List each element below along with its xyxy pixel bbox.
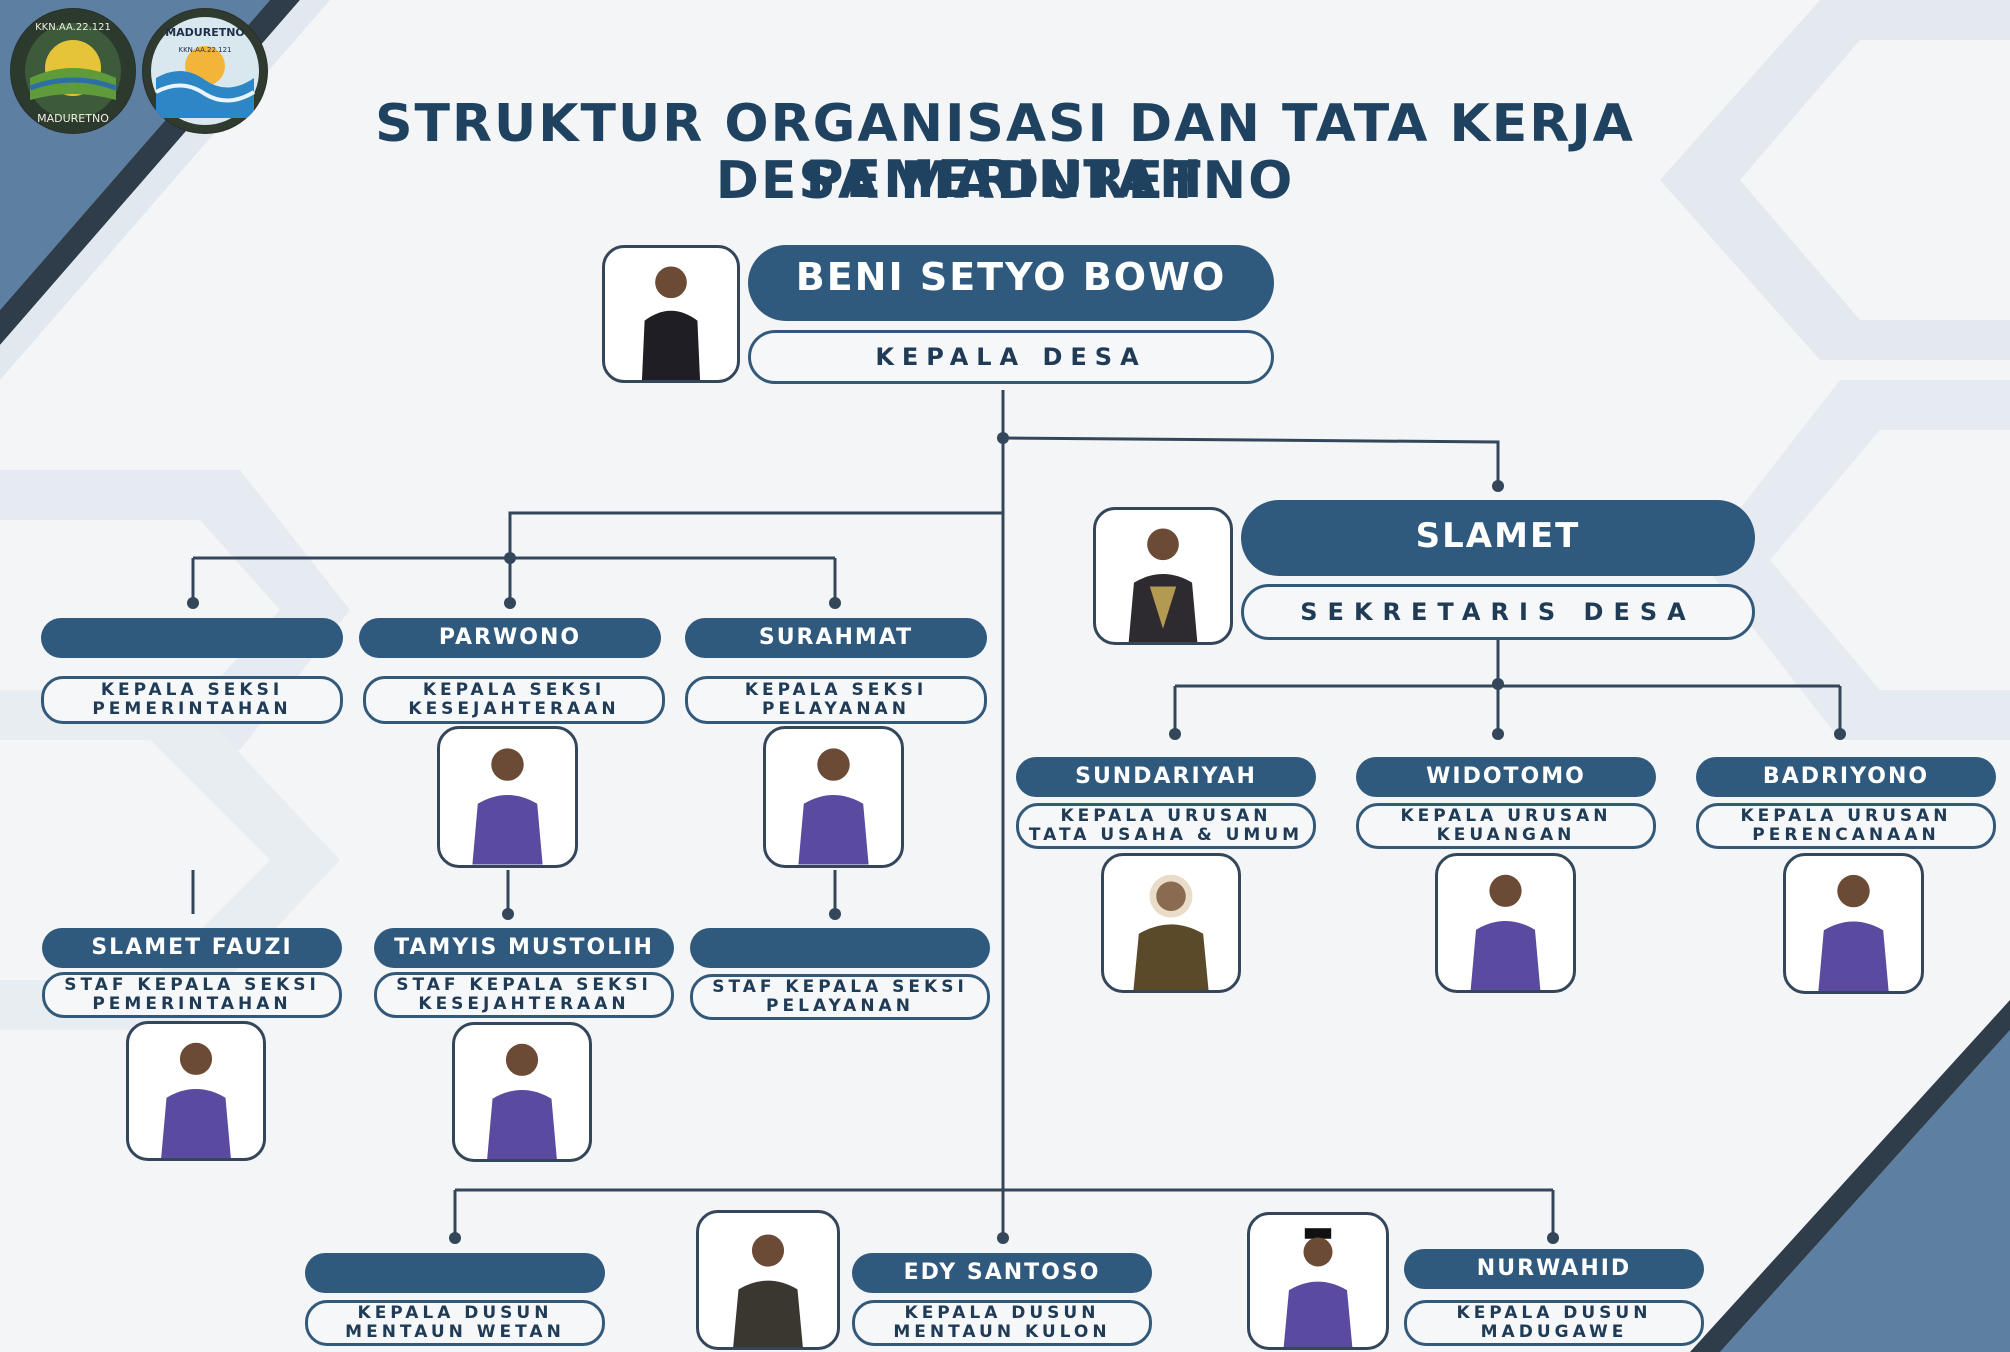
kepala-desa-name: BENI SETYO BOWO [748, 245, 1274, 321]
seksi-kesejahteraan-role-line1: KEPALA SEKSI [422, 680, 606, 700]
staf-pelayanan-role: STAF KEPALA SEKSI PELAYANAN [690, 974, 990, 1020]
logo-right-sub-text: KKN.AA.22.121 [178, 46, 231, 54]
staf-pelayanan-name [690, 928, 990, 968]
seksi-pelayanan-role-line1: KEPALA SEKSI [744, 680, 928, 700]
staf-kesejahteraan-role-line2: KESEJAHTERAAN [418, 994, 630, 1014]
sekretaris-photo [1093, 507, 1233, 645]
kkn-logo-left: KKN.AA.22.121 MADURETNO [10, 8, 136, 134]
kepala-desa-photo [602, 245, 740, 383]
dusun-mentaun-kulon-role-line1: KEPALA DUSUN [904, 1303, 1100, 1323]
seksi-pelayanan-role-line2: PELAYANAN [762, 699, 910, 719]
seksi-pemerintahan-role-line1: KEPALA SEKSI [100, 680, 284, 700]
logo-right-top-text: MADURETNO [165, 26, 245, 39]
seksi-pelayanan-photo [763, 726, 904, 868]
logo-left-top-text: KKN.AA.22.121 [35, 22, 111, 33]
seksi-kesejahteraan-photo [437, 726, 578, 868]
page-title-line2: DESA MADURETNO [715, 151, 1295, 211]
sekretaris-role: SEKRETARIS DESA [1241, 584, 1755, 640]
staf-kesejahteraan-name: TAMYIS MUSTOLIH [374, 928, 674, 968]
urusan-keuangan-name: WIDOTOMO [1356, 757, 1656, 797]
urusan-tata-usaha-role-line2: TATA USAHA & UMUM [1028, 825, 1304, 845]
dusun-mentaun-wetan-name [305, 1253, 605, 1293]
seksi-pemerintahan-name [41, 618, 343, 658]
urusan-keuangan-role: KEPALA URUSAN KEUANGAN [1356, 803, 1656, 849]
sekretaris-name: SLAMET [1241, 500, 1755, 576]
staf-pelayanan-role-line2: PELAYANAN [766, 996, 914, 1016]
staf-kesejahteraan-photo [452, 1022, 592, 1162]
maduretno-logo-right: MADURETNO KKN.AA.22.121 [142, 8, 268, 134]
dusun-mentaun-kulon-role-line2: MENTAUN KULON [893, 1322, 1111, 1342]
dusun-mentaun-kulon-photo [696, 1210, 840, 1350]
dusun-madugawe-name: NURWAHID [1404, 1249, 1704, 1289]
dusun-madugawe-photo [1247, 1212, 1389, 1350]
urusan-perencanaan-role: KEPALA URUSAN PERENCANAAN [1696, 803, 1996, 849]
seksi-kesejahteraan-role-line2: KESEJAHTERAAN [408, 699, 620, 719]
staf-pemerintahan-name: SLAMET FAUZI [42, 928, 342, 968]
sekretaris-role-label: SEKRETARIS DESA [1300, 598, 1696, 626]
staf-pelayanan-role-line1: STAF KEPALA SEKSI [712, 977, 968, 997]
seksi-kesejahteraan-role: KEPALA SEKSI KESEJAHTERAAN [363, 676, 665, 724]
dusun-madugawe-role-line2: MADUGAWE [1480, 1322, 1628, 1342]
dusun-mentaun-kulon-name: EDY SANTOSO [852, 1253, 1152, 1293]
dusun-madugawe-role-line1: KEPALA DUSUN [1456, 1303, 1652, 1323]
urusan-perencanaan-role-line1: KEPALA URUSAN [1740, 806, 1952, 826]
staf-pemerintahan-role-line2: PEMERINTAHAN [92, 994, 292, 1014]
urusan-perencanaan-role-line2: PERENCANAAN [1752, 825, 1940, 845]
urusan-keuangan-photo [1435, 853, 1576, 993]
staf-pemerintahan-role: STAF KEPALA SEKSI PEMERINTAHAN [42, 972, 342, 1018]
kepala-desa-role-label: KEPALA DESA [875, 343, 1147, 371]
dusun-mentaun-kulon-role: KEPALA DUSUN MENTAUN KULON [852, 1300, 1152, 1346]
staf-pemerintahan-photo [126, 1021, 266, 1161]
dusun-madugawe-role: KEPALA DUSUN MADUGAWE [1404, 1300, 1704, 1346]
urusan-keuangan-role-line1: KEPALA URUSAN [1400, 806, 1612, 826]
dusun-mentaun-wetan-role-line2: MENTAUN WETAN [345, 1322, 565, 1342]
seksi-pelayanan-name: SURAHMAT [685, 618, 987, 658]
seksi-pelayanan-role: KEPALA SEKSI PELAYANAN [685, 676, 987, 724]
urusan-tata-usaha-role: KEPALA URUSAN TATA USAHA & UMUM [1016, 803, 1316, 849]
staf-kesejahteraan-role-line1: STAF KEPALA SEKSI [396, 975, 652, 995]
seksi-kesejahteraan-name: PARWONO [359, 618, 661, 658]
dusun-mentaun-wetan-role: KEPALA DUSUN MENTAUN WETAN [305, 1300, 605, 1346]
seksi-pemerintahan-role: KEPALA SEKSI PEMERINTAHAN [41, 676, 343, 724]
seksi-pemerintahan-role-line2: PEMERINTAHAN [92, 699, 292, 719]
staf-pemerintahan-role-line1: STAF KEPALA SEKSI [64, 975, 320, 995]
logo-left-bottom-text: MADURETNO [37, 112, 109, 125]
urusan-tata-usaha-role-line1: KEPALA URUSAN [1060, 806, 1272, 826]
staf-kesejahteraan-role: STAF KEPALA SEKSI KESEJAHTERAAN [374, 972, 674, 1018]
page-title-line1: STRUKTUR ORGANISASI DAN TATA KERJA PEMER… [375, 94, 1635, 210]
urusan-perencanaan-photo [1783, 853, 1924, 994]
urusan-tata-usaha-name: SUNDARIYAH [1016, 757, 1316, 797]
kepala-desa-role: KEPALA DESA [748, 330, 1274, 384]
urusan-tata-usaha-photo [1101, 853, 1241, 993]
urusan-keuangan-role-line2: KEUANGAN [1436, 825, 1576, 845]
urusan-perencanaan-name: BADRIYONO [1696, 757, 1996, 797]
dusun-mentaun-wetan-role-line1: KEPALA DUSUN [357, 1303, 553, 1323]
